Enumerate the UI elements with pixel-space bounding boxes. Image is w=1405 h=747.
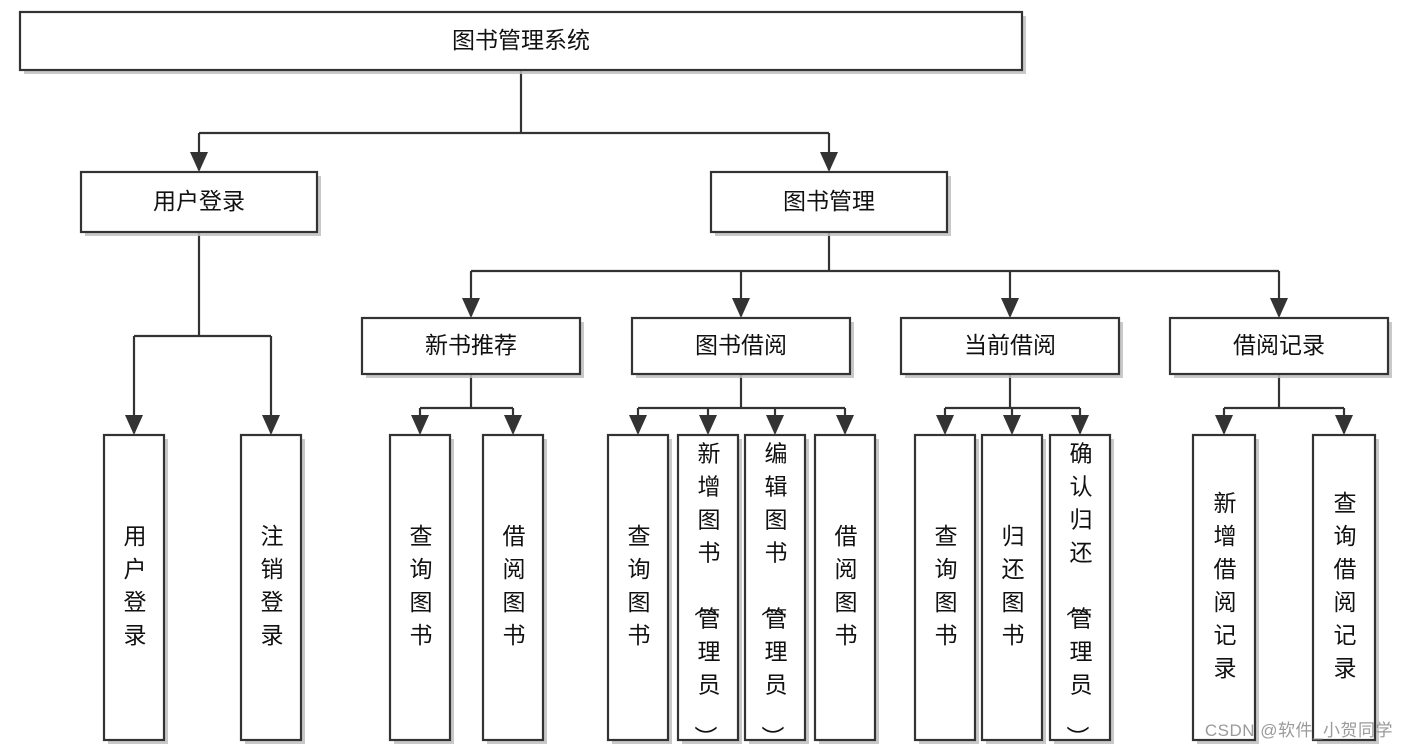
node-label: 用户登录 [124, 523, 147, 648]
connector-group-current-borrow [936, 374, 1089, 435]
node-leaf-user-login[interactable]: 用户登录 [102, 433, 168, 744]
connector-lines [125, 70, 1353, 435]
node-leaf-query-record[interactable]: 查询借阅记录 [1311, 433, 1379, 744]
csdn-watermark: CSDN @软件_小贺同学 [1204, 721, 1393, 740]
arrow-head-icon [699, 415, 717, 435]
arrow-head-icon [936, 415, 954, 435]
connector-group-book-manage [462, 232, 1288, 318]
arrow-head-icon [1270, 298, 1288, 318]
node-label: 新书推荐 [425, 332, 517, 358]
arrow-head-icon [504, 415, 522, 435]
connector-group-book-borrow [629, 374, 854, 435]
node-label: 图书管理 [783, 188, 875, 214]
node-leaf-query-book-2[interactable]: 查询图书 [606, 433, 672, 744]
node-label: 新增图书（管理员） [693, 441, 721, 747]
node-label: 用户登录 [153, 188, 245, 214]
node-label: 注销登录 [261, 523, 284, 648]
connector-group-new-book-recommend [411, 374, 522, 435]
arrow-head-icon [1215, 415, 1233, 435]
arrow-head-icon [836, 415, 854, 435]
node-label: 新增借阅记录 [1214, 490, 1237, 681]
node-label: 借阅图书 [503, 523, 526, 648]
node-new-book-recommend[interactable]: 新书推荐 [360, 316, 584, 378]
arrow-head-icon [190, 152, 208, 172]
connector-group-user-login [125, 232, 280, 435]
node-label: 查询图书 [410, 523, 433, 648]
connector-group-borrow-record [1215, 374, 1353, 435]
node-label: 归还图书 [1002, 523, 1025, 648]
connector-group-root [190, 70, 838, 172]
node-user-login[interactable]: 用户登录 [79, 170, 321, 236]
arrow-head-icon [262, 415, 280, 435]
node-leaf-return-book[interactable]: 归还图书 [980, 433, 1046, 744]
arrow-head-icon [629, 415, 647, 435]
node-label: 确认归还（管理员） [1065, 441, 1093, 747]
node-leaf-confirm-return[interactable]: 确认归还（管理员） [1048, 433, 1114, 747]
arrow-head-icon [766, 415, 784, 435]
node-label: 查询借阅记录 [1334, 490, 1357, 681]
node-label: 图书借阅 [695, 332, 787, 358]
arrow-head-icon [1071, 415, 1089, 435]
arrow-head-icon [1003, 415, 1021, 435]
node-label: 查询图书 [628, 523, 651, 648]
node-leaf-add-book[interactable]: 新增图书（管理员） [676, 433, 742, 747]
node-leaf-query-book-3[interactable]: 查询图书 [913, 433, 979, 744]
arrow-head-icon [732, 298, 750, 318]
node-leaf-add-record[interactable]: 新增借阅记录 [1191, 433, 1259, 744]
node-label: 查询图书 [935, 523, 958, 648]
arrow-head-icon [462, 298, 480, 318]
node-borrow-record[interactable]: 借阅记录 [1168, 316, 1392, 378]
node-label: 借阅记录 [1233, 332, 1325, 358]
arrow-head-icon [1001, 298, 1019, 318]
node-leaf-borrow-book-2[interactable]: 借阅图书 [813, 433, 879, 744]
arrow-head-icon [411, 415, 429, 435]
node-leaf-logout[interactable]: 注销登录 [239, 433, 305, 744]
node-leaf-borrow-book-1[interactable]: 借阅图书 [481, 433, 547, 744]
node-root[interactable]: 图书管理系统 [18, 10, 1026, 74]
node-leaf-edit-book[interactable]: 编辑图书（管理员） [743, 433, 809, 747]
node-current-borrow[interactable]: 当前借阅 [899, 316, 1123, 378]
arrow-head-icon [125, 415, 143, 435]
node-label: 图书管理系统 [452, 27, 590, 53]
node-label: 编辑图书（管理员） [760, 441, 788, 747]
node-boxes: 图书管理系统用户登录图书管理新书推荐图书借阅当前借阅借阅记录用户登录注销登录查询… [18, 10, 1392, 747]
node-label: 借阅图书 [835, 523, 858, 648]
node-book-manage[interactable]: 图书管理 [709, 170, 951, 236]
node-book-borrow[interactable]: 图书借阅 [630, 316, 854, 378]
node-label: 当前借阅 [964, 332, 1056, 358]
node-leaf-query-book-1[interactable]: 查询图书 [388, 433, 454, 744]
arrow-head-icon [820, 152, 838, 172]
arrow-head-icon [1335, 415, 1353, 435]
